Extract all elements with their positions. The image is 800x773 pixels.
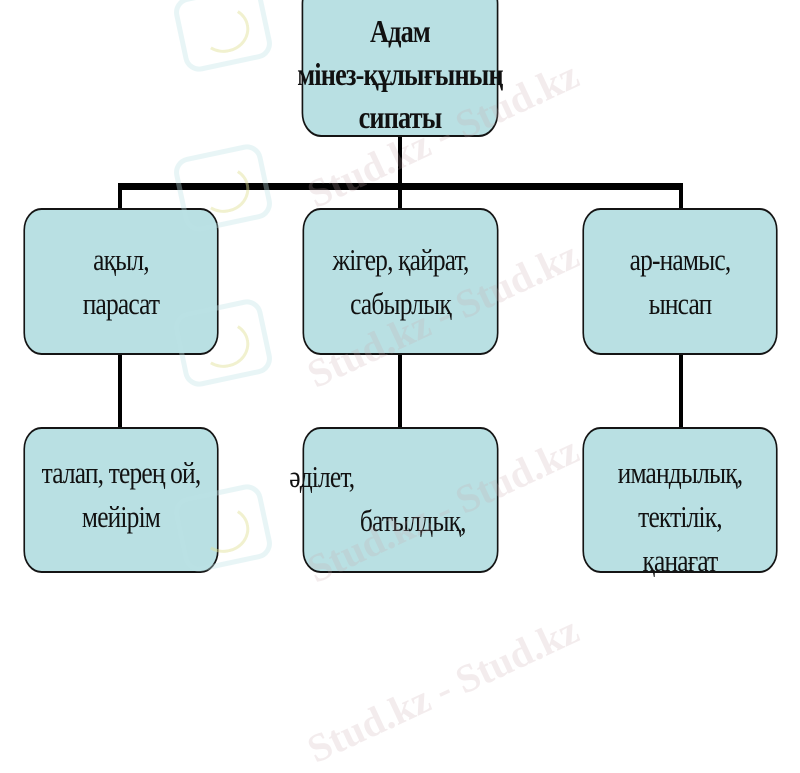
node-akyl-parasat: ақыл, парасат [23,208,219,355]
node-line: парасат [82,286,160,321]
connector-drop-center [398,183,402,210]
node-line: талап, терең ой, [41,455,202,490]
node-line: қанағат [642,543,719,578]
connector-left-vertical [118,355,122,429]
node-line: мейірім [81,499,161,534]
connector-right-vertical [679,355,683,429]
root-node-line: сипаты [358,99,443,135]
node-zhiger-kairat: жігер, қайрат, сабырлық [302,208,499,355]
watermark-text: Stud.kz - Stud.kz [300,606,586,772]
node-line: ар-намыс, [629,242,732,277]
node-line: тектілік, [638,499,722,534]
node-line: имандылық, [617,455,744,490]
connector-drop-left [118,183,122,210]
connector-center-vertical [398,355,402,429]
node-line: жігер, қайрат, [332,242,469,277]
watermark-logo-icon [171,0,275,75]
node-talap: талап, терең ой, мейірім [23,427,219,573]
connector-root-down [398,137,402,187]
diagram-canvas: Адам мінез-құлығының сипаты ақыл, параса… [23,0,778,772]
root-node-line: Адам [370,13,431,49]
root-node: Адам мінез-құлығының сипаты [297,0,504,137]
node-imandylyk: имандылық, тектілік, қанағат [582,427,778,578]
node-adilet: әділет, батылдық, [289,427,499,573]
node-line: батылдық, [359,503,467,538]
node-ar-namys: ар-намыс, ынсап [582,208,778,355]
node-line: әділет, [289,459,355,494]
node-line: ынсап [648,286,713,321]
connector-drop-right [679,183,683,210]
root-node-line: мінез-құлығының [297,56,503,92]
node-line: сабырлық [350,286,452,321]
node-line: ақыл, [93,242,149,277]
